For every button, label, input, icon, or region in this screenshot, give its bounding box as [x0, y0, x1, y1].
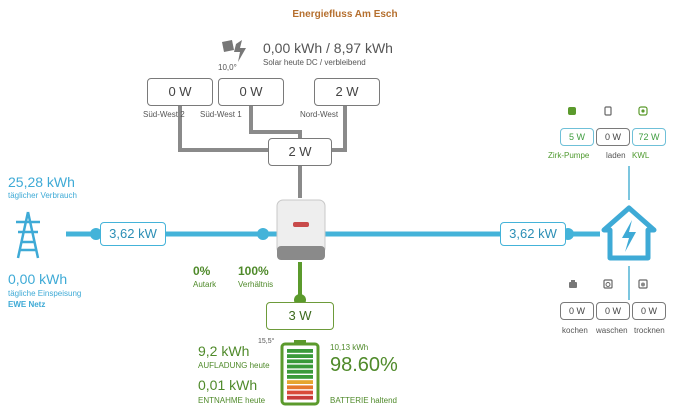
string-nord-west-value: 2 W: [314, 78, 380, 106]
battery-charge-label: AUFLADUNG heute: [198, 361, 270, 370]
solar-panel-icon: [220, 38, 252, 72]
string-sued-west-2-value: 0 W: [147, 78, 213, 106]
device-laden-value: 0 W: [596, 128, 630, 146]
battery-flow-value: 3 W: [266, 302, 334, 330]
string-sued-west-2-label: Süd-West 2: [143, 110, 185, 119]
device-zirk-pumpe-value: 5 W: [560, 128, 594, 146]
solar-angle: 10,0°: [218, 63, 237, 72]
battery-level-bar: [287, 369, 313, 374]
string-nord-west-label: Nord-West: [300, 110, 339, 119]
device-waschen-value: 0 W: [596, 302, 630, 320]
device-waschen-label: waschen: [596, 326, 628, 335]
washing-machine-icon: [603, 276, 613, 289]
house-flow-value: 3,62 kW: [500, 222, 566, 246]
device-kwl-value: 72 W: [632, 128, 666, 146]
battery-level-bar: [287, 375, 313, 379]
device-kochen-value: 0 W: [560, 302, 594, 320]
grid-feed-value: 0,00 kWh: [8, 271, 68, 287]
line-nord-west: [332, 106, 347, 152]
battery-discharge-value: 0,01 kWh: [198, 377, 258, 393]
battery-status: BATTERIE haltend: [330, 396, 397, 405]
battery-level-bar: [287, 349, 313, 353]
string-sued-west-1-label: Süd-West 1: [200, 110, 242, 119]
charger-icon: [603, 103, 613, 116]
battery-level-bar: [287, 385, 313, 390]
battery-charge-value: 9,2 kWh: [198, 343, 250, 359]
device-zirk-pumpe-label: Zirk-Pumpe: [548, 151, 590, 160]
battery-percent: 98.60%: [330, 354, 398, 376]
line-sued-west-2: [178, 106, 268, 152]
grid-consumption-value: 25,28 kWh: [8, 174, 75, 190]
cooking-icon: [568, 276, 578, 288]
dryer-icon: [638, 276, 648, 289]
grid-feed-label: tägliche Einspeisung: [8, 289, 82, 298]
battery-capacity: 10,13 kWh: [330, 343, 369, 352]
battery-level-bar: [287, 390, 313, 395]
house-icon: [598, 202, 660, 264]
battery-level-bar: [287, 354, 313, 358]
page-title: Energiefluss Am Esch: [292, 9, 398, 20]
ratio-value: 100%: [238, 264, 269, 278]
battery-level-bar: [287, 359, 313, 364]
grid-flow-dot-left: [90, 228, 102, 240]
battery-discharge-label: ENTNAHME heute: [198, 396, 266, 405]
string-sued-west-1-value: 0 W: [218, 78, 284, 106]
power-pylon-icon: [14, 210, 42, 260]
battery-level-bar: [287, 395, 313, 400]
line-sued-west-1: [249, 106, 302, 140]
autark-label: Autark: [193, 280, 217, 289]
battery-level-bar: [287, 364, 313, 369]
grid-name: EWE Netz: [8, 300, 46, 309]
ratio-label: Verhältnis: [238, 280, 274, 289]
device-kwl-label: KWL: [632, 151, 650, 160]
device-trocknen-value: 0 W: [632, 302, 666, 320]
autark-value: 0%: [193, 264, 211, 278]
device-kochen-label: kochen: [562, 326, 588, 335]
solar-value: 0,00 kWh / 8,97 kWh: [263, 40, 393, 56]
grid-consumption-label: täglicher Verbrauch: [8, 191, 77, 200]
solar-label: Solar heute DC / verbleibend: [263, 58, 366, 67]
battery-temp: 15,5°: [258, 338, 275, 345]
battery-icon: [280, 340, 320, 406]
device-laden-label: laden: [606, 151, 626, 160]
device-trocknen-label: trocknen: [634, 326, 665, 335]
pump-icon: [567, 103, 577, 115]
battery-level-bar: [287, 380, 313, 384]
ventilation-icon: [638, 103, 648, 116]
grid-flow-value: 3,62 kW: [100, 222, 166, 246]
grid-flow-dot-right: [257, 228, 269, 240]
inverter-power: 2 W: [268, 138, 332, 166]
inverter-icon: [275, 198, 327, 264]
